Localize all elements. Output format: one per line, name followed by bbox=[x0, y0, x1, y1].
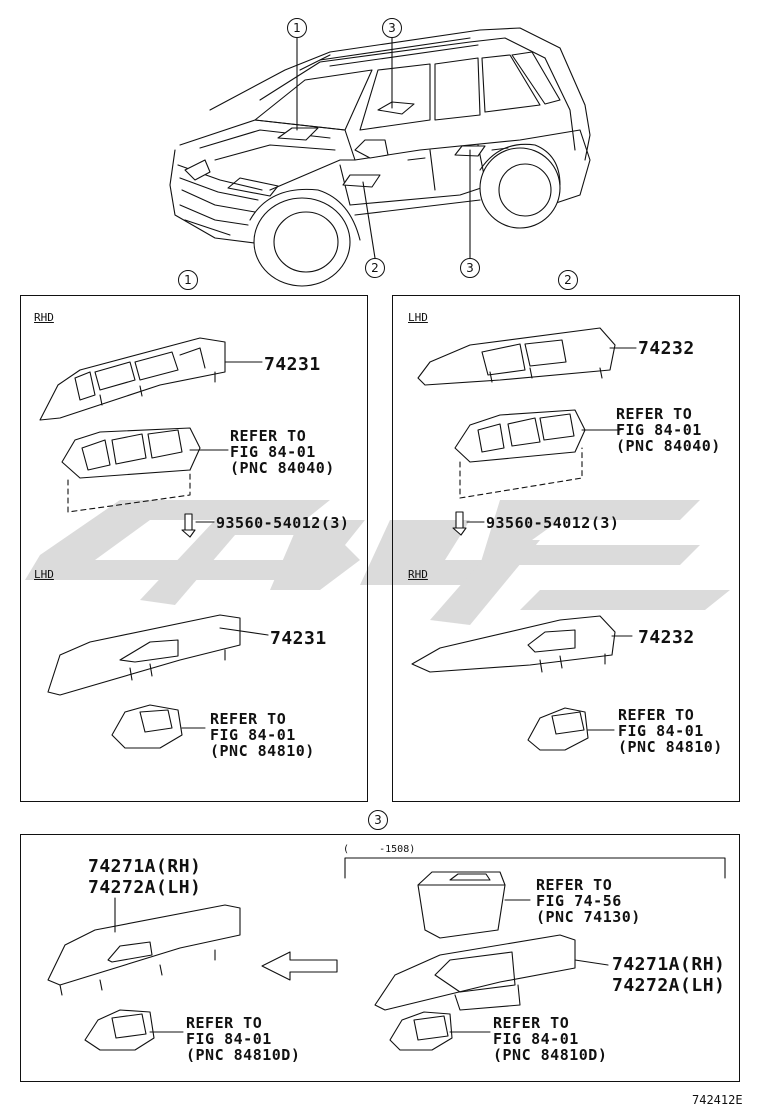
refer-label: REFER TO bbox=[186, 1014, 263, 1032]
callout-2-vehicle: 2 bbox=[365, 258, 385, 278]
refer-fig: FIG 74-56 bbox=[536, 892, 622, 910]
refer-label: REFER TO bbox=[536, 876, 613, 894]
refer-fig: FIG 84-01 bbox=[618, 722, 704, 740]
vehicle-callout-leaders bbox=[296, 35, 471, 259]
part-number-rh: 74271A(RH) bbox=[612, 954, 726, 975]
refer-label: REFER TO bbox=[618, 706, 695, 724]
lhd-label: LHD bbox=[408, 311, 428, 324]
part-number-lh: 74272A(LH) bbox=[88, 877, 202, 898]
part-number: 74231 bbox=[270, 628, 327, 649]
figure-code: 742412E bbox=[692, 1093, 743, 1107]
part-number: 74232 bbox=[638, 338, 695, 359]
refer-pnc: (PNC 84810D) bbox=[493, 1046, 608, 1064]
part-number-lh: 74272A(LH) bbox=[612, 975, 726, 996]
refer-fig: FIG 84-01 bbox=[493, 1030, 579, 1048]
part-number: 74232 bbox=[638, 627, 695, 648]
part-number-rh: 74271A(RH) bbox=[88, 856, 202, 877]
lhd-label: LHD bbox=[34, 568, 54, 581]
refer-pnc: (PNC 84040) bbox=[230, 459, 335, 477]
rhd-label: RHD bbox=[34, 311, 54, 324]
callout-1-panel: 1 bbox=[178, 270, 198, 290]
callout-1-vehicle: 1 bbox=[287, 18, 307, 38]
callout-3-vehicle-top: 3 bbox=[382, 18, 402, 38]
callout-3-vehicle-bottom: 3 bbox=[460, 258, 480, 278]
date-range: ( -1508) bbox=[343, 844, 416, 855]
refer-label: REFER TO bbox=[493, 1014, 570, 1032]
screw-part-number: 93560-54012(3) bbox=[216, 514, 350, 532]
panel-1-frame bbox=[20, 295, 368, 802]
refer-pnc: (PNC 84040) bbox=[616, 437, 721, 455]
refer-pnc: (PNC 84810) bbox=[210, 742, 315, 760]
panel1-linework bbox=[39, 337, 269, 749]
refer-label: REFER TO bbox=[230, 427, 307, 445]
refer-label: REFER TO bbox=[210, 710, 287, 728]
panel3-linework bbox=[47, 857, 726, 1051]
callout-3-panel: 3 bbox=[368, 810, 388, 830]
rhd-label: RHD bbox=[408, 568, 428, 581]
refer-pnc: (PNC 84810) bbox=[618, 738, 723, 756]
panel-2-frame bbox=[392, 295, 740, 802]
refer-fig: FIG 84-01 bbox=[616, 421, 702, 439]
refer-pnc: (PNC 74130) bbox=[536, 908, 641, 926]
refer-fig: FIG 84-01 bbox=[186, 1030, 272, 1048]
refer-fig: FIG 84-01 bbox=[230, 443, 316, 461]
refer-label: REFER TO bbox=[616, 405, 693, 423]
refer-fig: FIG 84-01 bbox=[210, 726, 296, 744]
panel2-linework bbox=[411, 327, 637, 751]
panel-3-frame bbox=[20, 834, 740, 1082]
screw-part-number: 93560-54012(3) bbox=[486, 514, 620, 532]
part-number: 74231 bbox=[264, 354, 321, 375]
vehicle-illustration bbox=[169, 27, 591, 287]
callout-2-panel: 2 bbox=[558, 270, 578, 290]
refer-pnc: (PNC 84810D) bbox=[186, 1046, 301, 1064]
